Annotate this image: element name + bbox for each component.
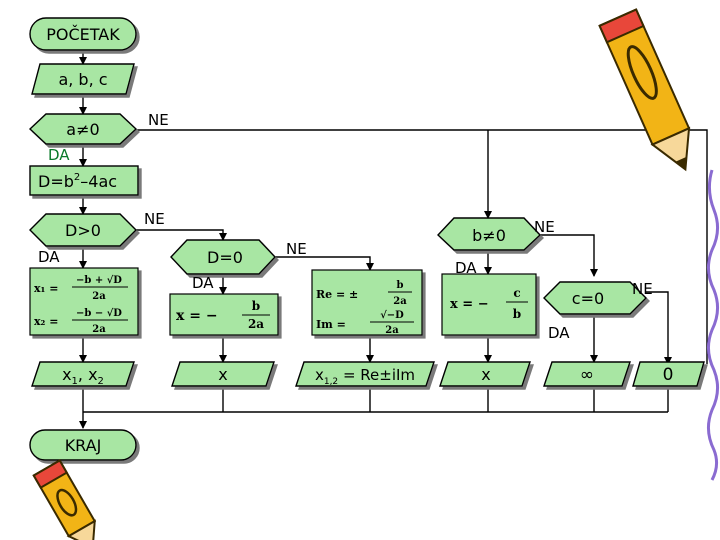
- input-node: [31, 63, 135, 95]
- x2-num: −b − √D: [76, 307, 122, 319]
- double-root-num: b: [252, 299, 260, 313]
- re-den: 2a: [393, 296, 407, 307]
- output-node-5: [543, 361, 631, 387]
- end-label: KRAJ: [65, 436, 102, 455]
- label-da-1: DA: [48, 146, 70, 164]
- label-da-5: DA: [548, 324, 570, 342]
- pencil-icon: [598, 8, 691, 172]
- formula-box-real-roots: [29, 267, 139, 336]
- label-da-2: DA: [38, 248, 60, 266]
- re-num: b: [397, 280, 404, 291]
- double-root-lhs: x = −: [176, 308, 218, 324]
- output-1-label: x1, x2: [62, 365, 104, 387]
- label-ne-5: NE: [632, 280, 653, 298]
- decision-dzero-label: D=0: [207, 248, 243, 267]
- discriminant-node: [29, 165, 139, 196]
- label-da-3: DA: [192, 274, 214, 292]
- im-den: 2a: [385, 325, 399, 336]
- discriminant-label: D=b2–4ac: [38, 172, 117, 191]
- linear-num: c: [513, 286, 520, 300]
- im-lhs: Im =: [316, 318, 346, 331]
- decision-dpos-label: D>0: [65, 221, 101, 240]
- decision-d-positive: [29, 213, 137, 247]
- x1-den: 2a: [92, 291, 106, 302]
- decision-d-zero: [170, 239, 276, 275]
- start-label: POČETAK: [46, 25, 120, 44]
- decision-b-nonzero: [437, 217, 541, 251]
- output-5-label: ∞: [580, 365, 594, 385]
- decision-a-nonzero: [28, 113, 138, 145]
- output-node-2: [171, 361, 275, 387]
- im-num: √−D: [380, 309, 404, 321]
- output-4-label: x: [481, 365, 490, 384]
- decision-c-label: c=0: [572, 289, 604, 308]
- output-node-4: [439, 361, 531, 387]
- start-node: [29, 17, 137, 51]
- label-ne-3: NE: [286, 240, 307, 258]
- decision-a-label: a≠0: [66, 120, 99, 139]
- output-3-label: x1,2 = Re±iIm: [315, 366, 415, 387]
- x2-den: 2a: [92, 324, 106, 335]
- formula-box-linear-root: [441, 273, 537, 336]
- formula-box-complex-roots: [311, 269, 423, 336]
- decision-b-label: b≠0: [472, 226, 506, 245]
- output-node-1: [31, 361, 135, 387]
- output-2-label: x: [218, 365, 227, 384]
- connectors: [79, 50, 708, 429]
- output-node-6: [632, 361, 705, 387]
- double-root-den: 2a: [248, 317, 264, 331]
- input-label: a, b, c: [58, 70, 107, 89]
- label-da-4: DA: [455, 259, 477, 277]
- output-6-label: 0: [663, 365, 674, 385]
- linear-lhs: x = −: [450, 297, 489, 312]
- end-node: [29, 429, 137, 461]
- label-ne-1: NE: [148, 111, 169, 129]
- label-ne-4: NE: [534, 218, 555, 236]
- edge-squiggle: [707, 169, 719, 481]
- x1-num: −b + √D: [76, 274, 122, 286]
- x2-lhs: x₂ =: [34, 315, 58, 328]
- pencil-small-icon: [32, 459, 97, 540]
- label-ne-2: NE: [144, 210, 165, 228]
- linear-den: b: [513, 307, 521, 321]
- re-lhs: Re = ±: [316, 288, 358, 301]
- x1-lhs: x₁ =: [34, 282, 58, 295]
- decision-c-zero: [543, 281, 647, 315]
- output-node-3: [295, 361, 435, 387]
